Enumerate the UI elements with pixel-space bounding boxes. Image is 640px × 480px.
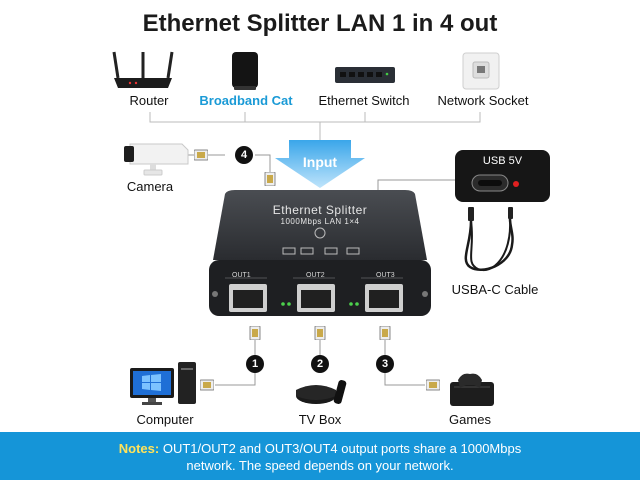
source-label-network-socket: Network Socket (437, 93, 529, 108)
splitter-name: Ethernet Splitter (272, 203, 368, 217)
output-label-games: Games (449, 412, 491, 427)
ethernet-splitter-device (209, 190, 431, 316)
usb-port-label: USB 5V (482, 155, 523, 167)
computer-icon (130, 362, 196, 405)
notes-bar: Notes: OUT1/OUT2 and OUT3/OUT4 output po… (0, 432, 640, 480)
ethernet-switch-icon (335, 67, 395, 83)
usb-cable-label: USBA-C Cable (451, 282, 539, 297)
usb-c-port-icon (471, 174, 519, 192)
port-label-out3: OUT3 (376, 272, 395, 279)
broadband-cat-icon (232, 52, 258, 90)
notes-line-2: network. The speed depends on your netwo… (186, 458, 454, 473)
splitter-spec: 1000Mbps LAN 1×4 (280, 217, 360, 226)
rj45-plug-icon (314, 326, 326, 340)
source-label-broadband-cat: Broadband Cat (199, 93, 293, 108)
notes-key: Notes: (118, 441, 160, 456)
input-arrow-icon (275, 140, 365, 188)
output-badge-1: 1 (246, 355, 264, 373)
notes-line-1: OUT1/OUT2 and OUT3/OUT4 output ports sha… (162, 441, 522, 456)
rj45-plug-icon (200, 379, 214, 391)
input-label: Input (302, 154, 338, 170)
output-badge-2: 2 (311, 355, 329, 373)
network-socket-icon (462, 52, 500, 90)
rj45-plug-icon (249, 326, 261, 340)
rj45-plug-icon (379, 326, 391, 340)
usb-cable-icon (464, 207, 514, 272)
port-label-out1: OUT1 (232, 272, 251, 279)
camera-port-badge: 4 (235, 146, 253, 164)
camera-label: Camera (126, 179, 174, 194)
port-label-out2: OUT2 (306, 272, 325, 279)
router-icon (112, 51, 174, 88)
output-label-computer: Computer (136, 412, 194, 427)
camera-icon (124, 143, 189, 176)
rj45-plug-icon (194, 149, 208, 161)
rj45-plug-icon (426, 379, 440, 391)
source-label-ethernet-switch: Ethernet Switch (318, 93, 410, 108)
source-label-router: Router (129, 93, 169, 108)
page-title: Ethernet Splitter LAN 1 in 4 out (142, 10, 498, 37)
rj45-plug-icon (264, 172, 276, 186)
tv-box-icon (296, 380, 347, 404)
output-badge-3: 3 (376, 355, 394, 373)
output-label-tv-box: TV Box (298, 412, 342, 427)
game-console-icon (450, 373, 494, 406)
